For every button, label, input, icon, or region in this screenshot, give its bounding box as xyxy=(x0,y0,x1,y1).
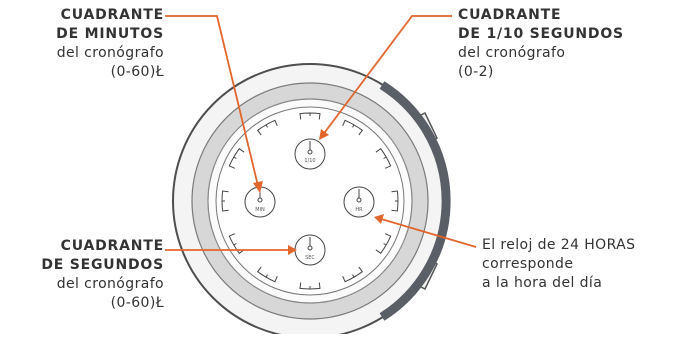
callout-arrow-tenths xyxy=(319,129,329,140)
label-minutes-line4: (0-60)Ł xyxy=(110,64,164,80)
hour-marker xyxy=(342,119,363,136)
label-seconds-dial: CUADRANTE DE SEGUNDOS del cronógrafo (0-… xyxy=(14,237,164,313)
callout-arrow-minutes xyxy=(253,181,263,193)
hour-marker xyxy=(228,233,245,254)
label-24-line2: corresponde xyxy=(482,256,574,272)
label-24-hour-dial: El reloj de 24 HORAS corresponde a la ho… xyxy=(482,236,682,293)
label-tenths-line1: CUADRANTE xyxy=(458,7,562,23)
callout-line-tenths xyxy=(321,15,452,137)
label-tenths-dial: CUADRANTE DE 1/10 SEGUNDOS del cronógraf… xyxy=(458,6,648,82)
callout-arrow-seconds xyxy=(288,245,297,255)
label-tenths-line4: (0-2) xyxy=(458,64,494,80)
hour-marker xyxy=(342,266,363,283)
callout-line-minutes xyxy=(165,15,260,191)
dial-face xyxy=(215,106,405,296)
hour-marker xyxy=(257,266,278,283)
label-minutes-line2: DE MINUTOS xyxy=(56,26,164,42)
callout-arrow-hours xyxy=(374,214,384,224)
label-24-line3: a la hora del día xyxy=(482,275,603,291)
hour-marker xyxy=(257,119,278,136)
label-seconds-line3: del cronógrafo xyxy=(56,276,164,292)
hour-marker xyxy=(375,148,392,169)
label-minutes-line1: CUADRANTE xyxy=(60,7,164,23)
hour-marker xyxy=(375,233,392,254)
label-minutes-dial: CUADRANTE DE MINUTOS del cronógrafo (0-6… xyxy=(14,6,164,82)
callout-lines xyxy=(165,15,477,255)
subdial-tenths: 1/10 xyxy=(294,138,326,170)
hour-marker xyxy=(221,190,229,212)
label-tenths-line3: del cronógrafo xyxy=(458,45,566,61)
label-24-line1: El reloj de 24 HORAS xyxy=(482,237,636,253)
subdial-minutes-label: MIN xyxy=(255,207,265,213)
subdial-seconds: SEC xyxy=(294,234,326,266)
subdial-hours: HR xyxy=(343,186,375,218)
hour-marker xyxy=(228,148,245,169)
label-seconds-line2: DE SEGUNDOS xyxy=(41,257,164,273)
hour-marker xyxy=(299,112,321,120)
label-minutes-line3: del cronógrafo xyxy=(56,45,164,61)
hour-markers xyxy=(221,112,399,290)
label-seconds-line4: (0-60)Ł xyxy=(110,295,164,311)
subdial-tenths-label: 1/10 xyxy=(304,158,315,164)
subdial-seconds-label: SEC xyxy=(305,255,315,261)
subdial-hours-label: HR xyxy=(355,207,363,213)
case-band xyxy=(379,81,451,321)
hour-marker xyxy=(299,282,321,290)
label-seconds-line1: CUADRANTE xyxy=(60,238,164,254)
callout-line-hours xyxy=(377,217,477,248)
label-tenths-line2: DE 1/10 SEGUNDOS xyxy=(458,26,624,42)
hour-marker xyxy=(391,190,399,212)
